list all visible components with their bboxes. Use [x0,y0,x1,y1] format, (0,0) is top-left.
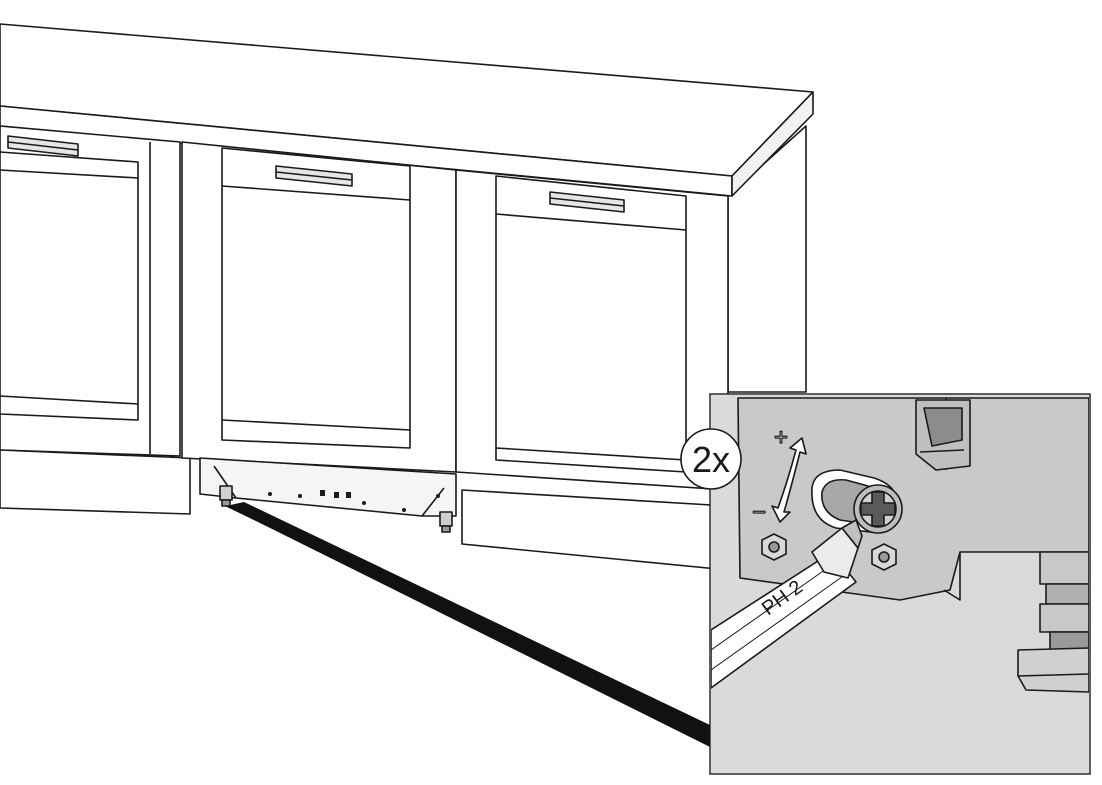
phillips-screw [853,484,903,534]
hex-nut-left [761,533,787,561]
left-door-panel [0,151,139,421]
dishwasher-door-panel [221,147,411,449]
left-plinth [0,449,191,515]
hex-nut-right [871,543,897,571]
right-door-panel [495,175,687,473]
mounting-bracket [915,399,971,471]
base-plate-marks [268,490,440,512]
left-door-handle [7,135,79,157]
minus-sign: − [752,499,766,526]
zoom-indicator-wedge [226,502,712,748]
left-adjustable-foot [219,485,233,507]
right-adjustable-foot [439,511,453,533]
center-door-handle [275,165,353,187]
kitchen-cabinets [0,23,814,571]
circle-badge-icon: 2x [680,428,742,490]
count-badge-label: 2x [692,439,730,480]
curved-double-arrow-icon [771,437,807,523]
worktop-side [731,91,814,197]
adjustable-foot-detail [1017,551,1089,693]
detail-inset: PH 2 + − [709,393,1091,775]
screwdriver: PH 2 [711,519,863,689]
right-plinth [461,489,729,571]
right-door-handle [549,191,625,213]
plus-sign: + [774,424,788,451]
